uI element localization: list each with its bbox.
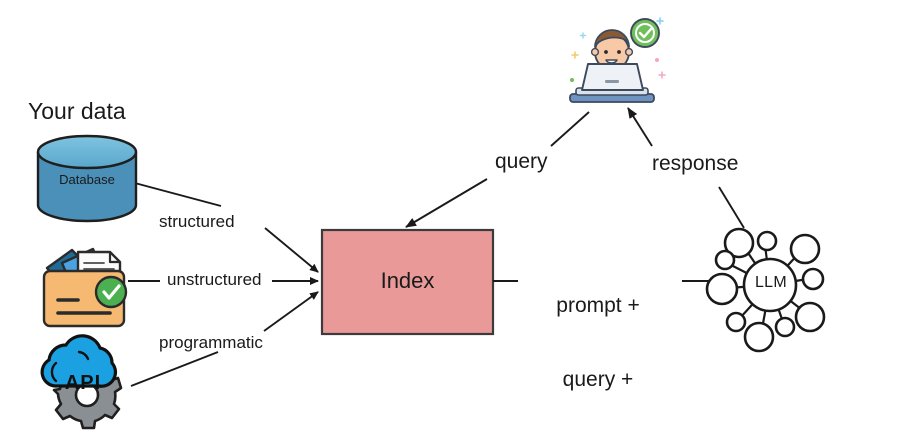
edge-programmatic [130, 291, 319, 387]
edge-label-prompt: prompt + query + relevant data [524, 244, 672, 436]
edge-label-unstructured: unstructured [167, 270, 262, 289]
edge-query [405, 111, 590, 228]
edge-label-prompt-line-1: prompt + [556, 293, 640, 317]
llm-node-label: LLM [754, 274, 788, 291]
page-title: Your data [28, 98, 126, 124]
api-cloud-gear-icon [40, 334, 123, 430]
index-node [320, 228, 495, 336]
person-at-laptop-icon [569, 17, 666, 103]
edge-label-structured: structured [159, 212, 235, 231]
edge-label-query: query [495, 150, 548, 173]
edge-label-programmatic: programmatic [159, 333, 263, 352]
database-node-label: Database [59, 172, 115, 187]
edge-label-prompt-line-2: query + [562, 367, 634, 391]
database-cylinder-icon [36, 134, 138, 223]
documents-folder-icon [42, 247, 128, 328]
edge-label-response: response [652, 152, 739, 175]
llm-network-graph-icon [705, 227, 826, 353]
edge-response [627, 107, 745, 229]
edge-structured [130, 181, 319, 273]
api-node-label: API [64, 372, 102, 394]
index-node-label: Index [380, 268, 435, 293]
